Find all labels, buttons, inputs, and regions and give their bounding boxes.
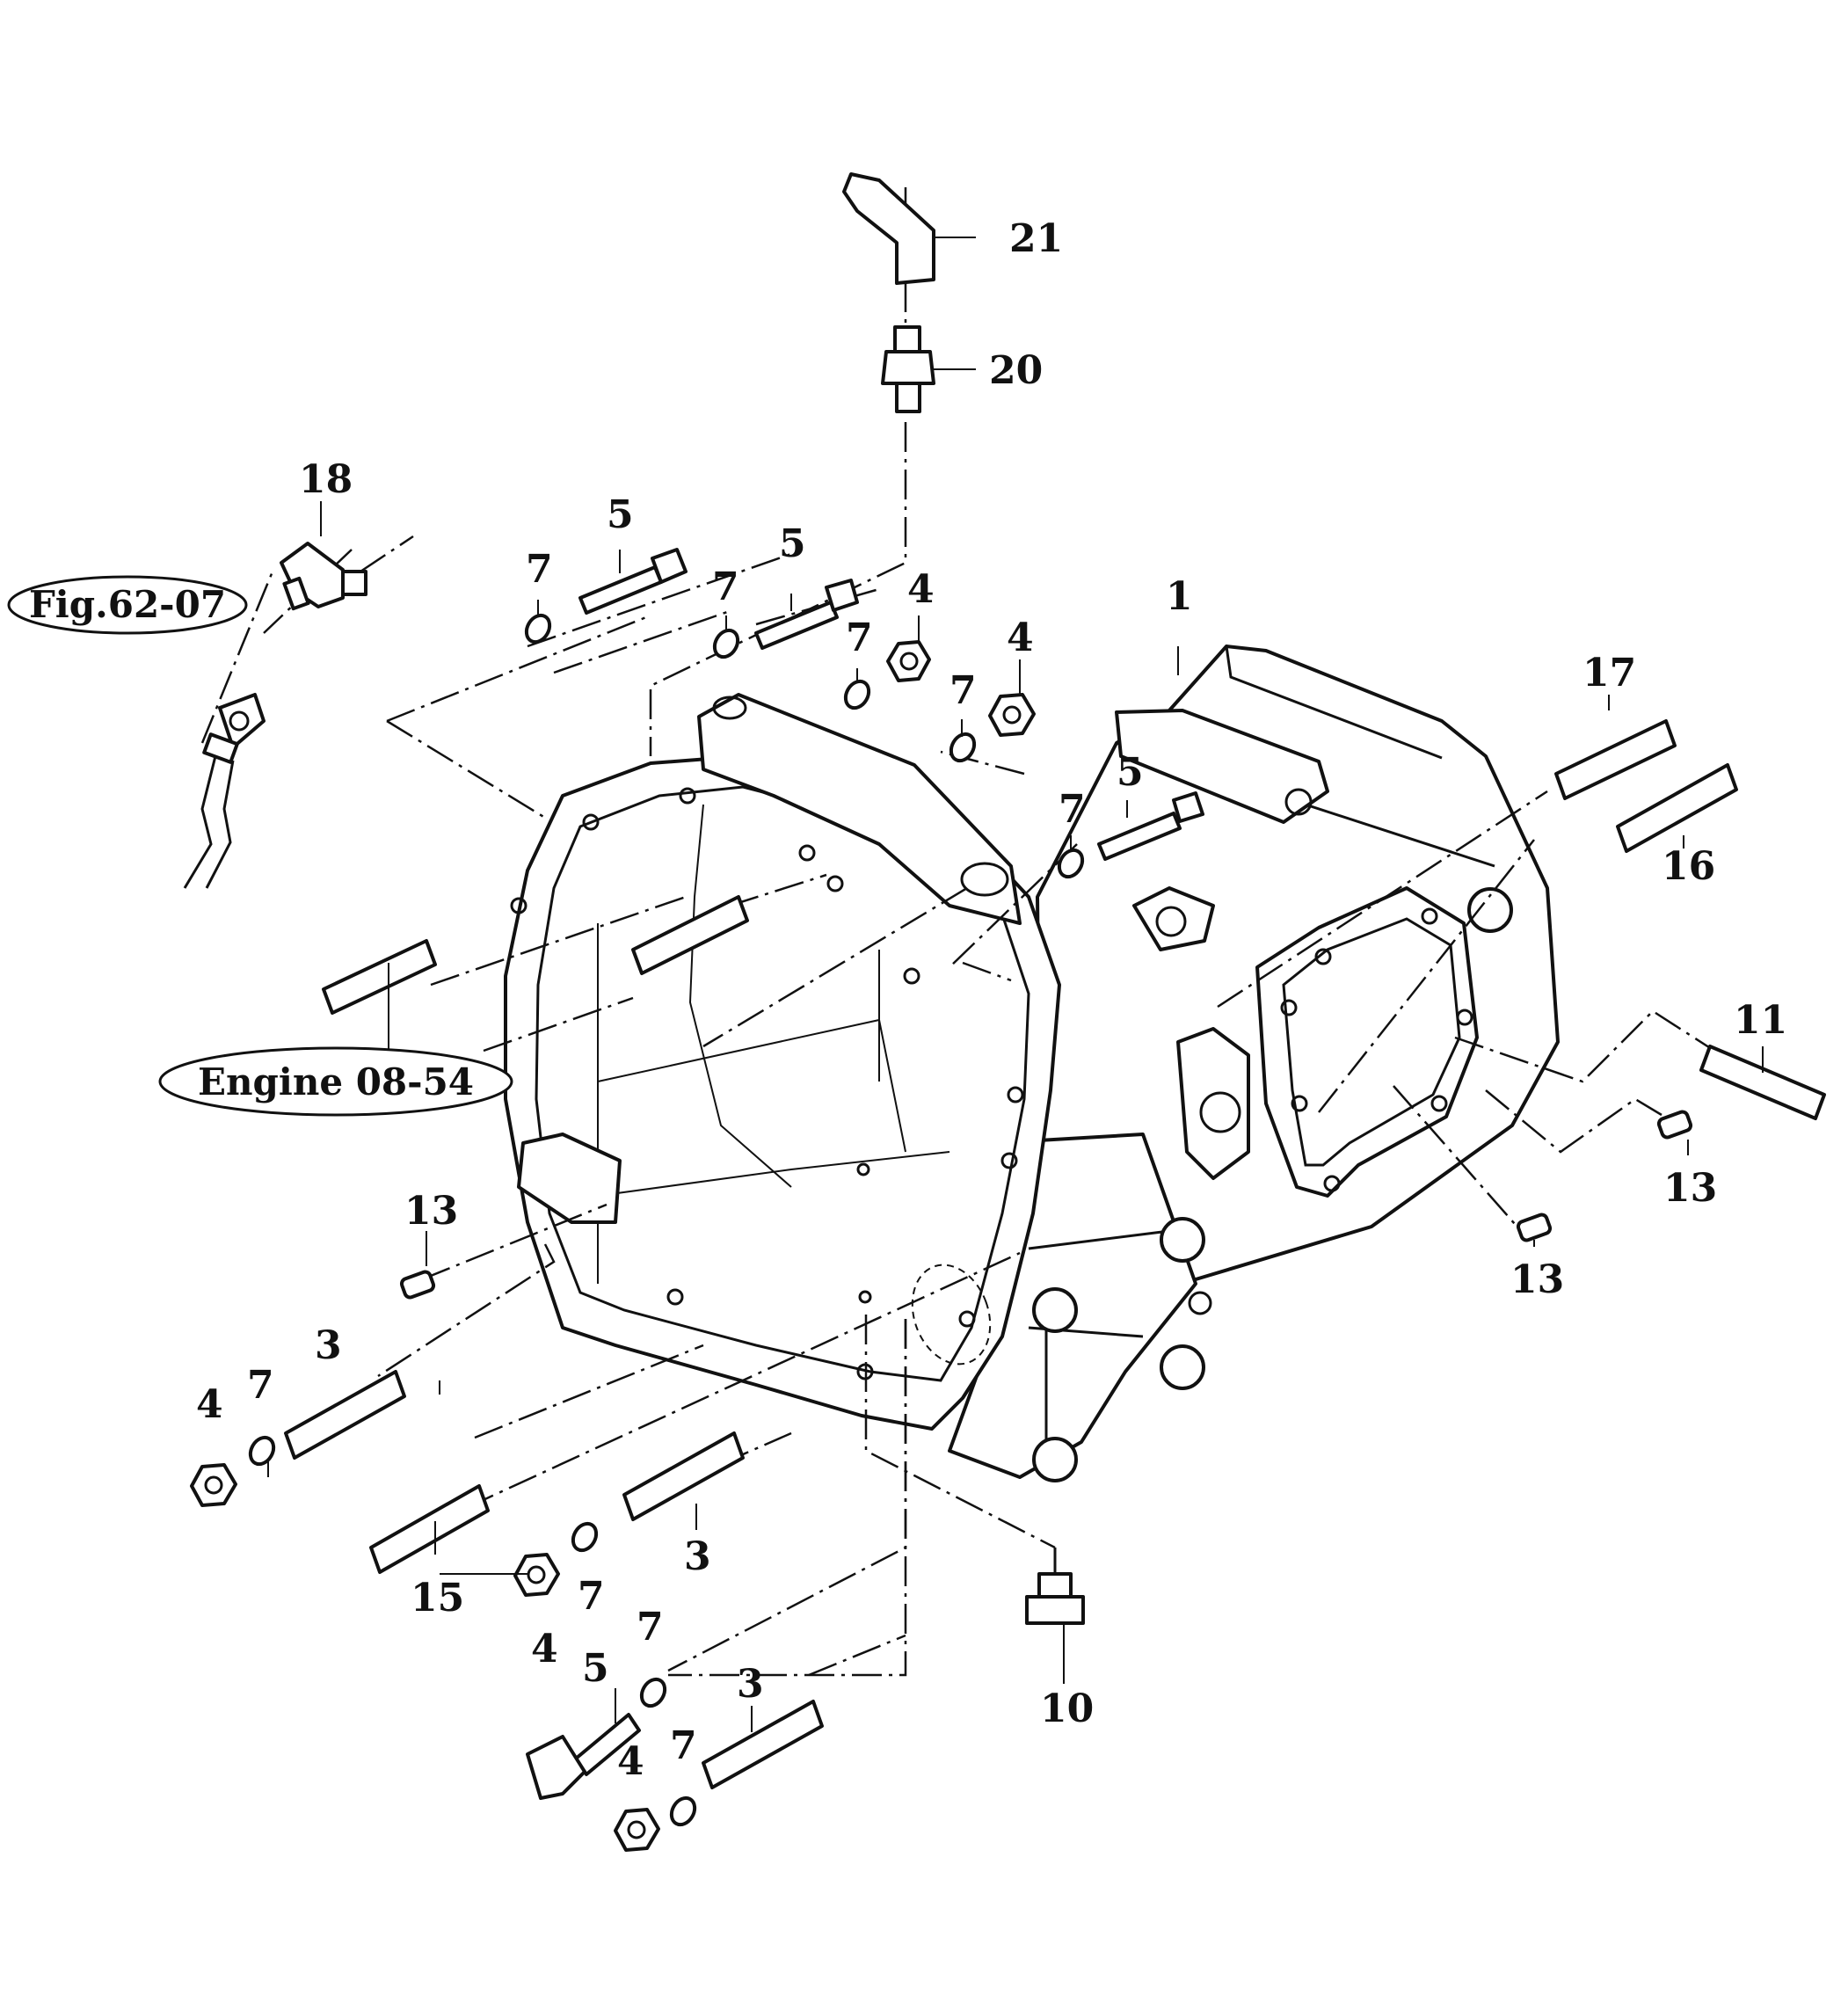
engine-reference-label: Engine 08-54 [198,1060,474,1103]
stud-engine-right [631,895,749,975]
callout-1: 1 [1166,574,1193,619]
stud-part-16 [1616,763,1738,853]
fig-reference-label: Fig.62-07 [29,583,226,626]
callout-5-d: 5 [582,1646,609,1691]
callout-7-i: 7 [670,1723,697,1768]
callout-16: 16 [1662,844,1715,889]
callout-10: 10 [1040,1686,1094,1731]
callout-3-b: 3 [684,1534,711,1579]
callout-7-d: 7 [949,668,977,713]
callout-15: 15 [411,1576,464,1621]
stud-part-17 [1554,719,1677,800]
callout-4-a: 4 [907,567,935,612]
stud-part-3-left [284,1370,406,1460]
stud-part-3-bottom [702,1700,824,1789]
callout-7-h: 7 [637,1605,664,1650]
callout-7-a: 7 [526,547,553,592]
reference-engine-08-54: Engine 08-54 [158,1046,513,1117]
callout-leaders [267,237,1764,1732]
callout-17: 17 [1582,651,1636,696]
bolt-part-5-bottom [526,1713,641,1800]
nut-part-4-d [513,1553,560,1597]
callout-7-c: 7 [846,615,873,660]
callout-3-a: 3 [315,1323,342,1368]
nut-part-4-e [614,1808,660,1852]
stud-engine-left [322,939,437,1015]
callout-20: 20 [989,348,1043,393]
callout-4-c: 4 [196,1382,223,1427]
transmission-housing [504,645,1560,1482]
callout-5-b: 5 [779,521,806,566]
elbow-part-18 [280,542,367,611]
pin-part-13-right [1656,1110,1693,1140]
nut-part-4-c [190,1463,237,1507]
callout-21: 21 [1009,216,1063,261]
pin-part-13-left [399,1270,436,1300]
hose-fig62 [183,693,266,889]
bolt-part-5-top [578,548,688,615]
callout-13-left: 13 [404,1189,458,1234]
stud-part-11 [1699,1045,1826,1120]
reference-fig-62-07: Fig.62-07 [7,575,248,635]
stud-part-15 [369,1484,490,1574]
hose-part-21 [842,172,935,285]
callout-7-g: 7 [578,1574,605,1619]
callout-18: 18 [299,457,353,502]
callout-7-b: 7 [712,564,739,609]
callout-3-c: 3 [737,1662,764,1707]
callout-11: 11 [1734,998,1787,1043]
bolt-part-5-right [1097,791,1204,861]
washers-part-7 [248,613,1085,1827]
plug-part-10 [1025,1572,1085,1625]
callout-4-b: 4 [1007,615,1034,660]
callout-13-center: 13 [1510,1257,1564,1302]
callout-7-e: 7 [1059,787,1086,832]
bolt-part-5-mid [754,579,859,650]
callout-5-c: 5 [1117,750,1144,795]
pin-part-13-center [1516,1213,1553,1242]
stud-part-3-mid [622,1431,745,1521]
nut-part-4-a [886,640,931,682]
callout-7-f: 7 [247,1363,274,1408]
callout-13-right: 13 [1663,1166,1717,1211]
fitting-part-20 [881,325,935,413]
nut-part-4-b [988,693,1036,737]
callout-4-d: 4 [531,1627,558,1672]
callout-4-e: 4 [617,1739,644,1784]
part-callouts: 21 20 18 5 5 5 7 7 7 7 7 4 4 1 17 16 11 … [196,216,1787,1784]
callout-5-a: 5 [607,492,634,537]
